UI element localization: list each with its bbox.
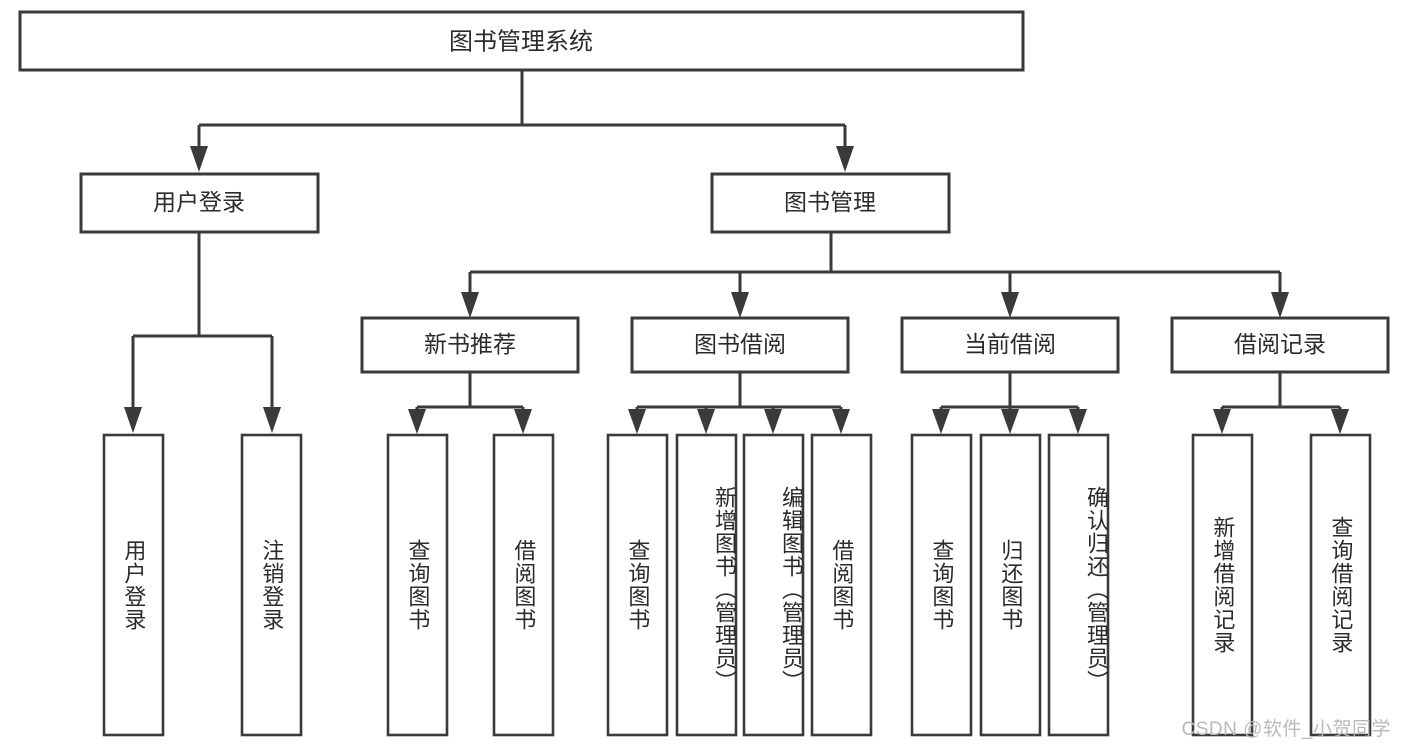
leaf-box bbox=[102, 433, 165, 737]
leaf-boxes-book-borrow bbox=[606, 433, 873, 737]
node-book-borrow[interactable]: 图书借阅 bbox=[630, 316, 850, 374]
arrow-head-icon bbox=[1001, 409, 1019, 434]
arrow-head-icon bbox=[1331, 409, 1349, 434]
leaf-box bbox=[675, 433, 738, 737]
arrow-head-icon bbox=[1001, 292, 1019, 318]
leaf-box bbox=[979, 433, 1042, 737]
leaf-boxes-current-borrow bbox=[910, 433, 1110, 737]
arrow-head-icon bbox=[697, 409, 715, 434]
arrow-head-icon bbox=[1213, 409, 1231, 434]
arrow-head-icon bbox=[190, 146, 208, 172]
node-root[interactable]: 图书管理系统 bbox=[18, 10, 1025, 72]
leaf-box bbox=[910, 433, 973, 737]
leaf-box bbox=[492, 433, 555, 737]
connectors-borrowrecord-to-leaves bbox=[1213, 372, 1349, 434]
node-book-borrow-label: 图书借阅 bbox=[694, 331, 786, 357]
arrow-head-icon bbox=[461, 292, 479, 318]
node-new-book-recommend[interactable]: 新书推荐 bbox=[360, 316, 580, 374]
node-book-management-label: 图书管理 bbox=[784, 189, 876, 215]
leaf-box bbox=[386, 433, 449, 737]
watermark-text: CSDN @软件_小贺同学 bbox=[1181, 719, 1391, 740]
arrow-head-icon bbox=[408, 409, 426, 434]
leaf-box bbox=[810, 433, 873, 737]
connectors-bookborrow-to-leaves bbox=[628, 372, 850, 434]
leaf-box bbox=[742, 433, 805, 737]
leaf-boxes-user-login bbox=[102, 433, 303, 737]
arrow-head-icon bbox=[1069, 409, 1087, 434]
arrow-head-icon bbox=[124, 407, 142, 433]
connectors-userlogin-to-leaves bbox=[124, 232, 281, 433]
arrow-head-icon bbox=[932, 409, 950, 434]
node-user-login[interactable]: 用户登录 bbox=[79, 172, 320, 234]
node-current-borrow[interactable]: 当前借阅 bbox=[900, 316, 1120, 374]
leaf-box bbox=[240, 433, 303, 737]
leaf-box bbox=[1191, 433, 1254, 737]
arrow-head-icon bbox=[731, 292, 749, 318]
leaf-boxes-borrow-record bbox=[1191, 433, 1372, 737]
leaf-box bbox=[606, 433, 669, 737]
node-root-label: 图书管理系统 bbox=[449, 28, 593, 55]
arrow-head-icon bbox=[764, 409, 782, 434]
connectors-currentborrow-to-leaves bbox=[932, 372, 1087, 434]
leaf-box bbox=[1047, 433, 1110, 737]
leaf-boxes-new-book-recommend bbox=[386, 433, 555, 737]
node-new-book-recommend-label: 新书推荐 bbox=[424, 331, 516, 357]
node-book-management[interactable]: 图书管理 bbox=[710, 172, 951, 234]
arrow-head-icon bbox=[514, 409, 532, 434]
node-user-login-label: 用户登录 bbox=[153, 189, 245, 215]
arrow-head-icon bbox=[832, 409, 850, 434]
arrow-head-icon bbox=[628, 409, 646, 434]
node-borrow-record-label: 借阅记录 bbox=[1234, 331, 1326, 357]
connectors-root-to-level2 bbox=[190, 70, 854, 172]
node-current-borrow-label: 当前借阅 bbox=[964, 331, 1056, 357]
arrow-head-icon bbox=[1271, 292, 1289, 318]
arrow-head-icon bbox=[836, 146, 854, 172]
connectors-newbook-to-leaves bbox=[408, 372, 532, 434]
node-borrow-record[interactable]: 借阅记录 bbox=[1170, 316, 1390, 374]
arrow-head-icon bbox=[263, 407, 281, 433]
leaf-box bbox=[1309, 433, 1372, 737]
connectors-bookmgmt-to-level3 bbox=[461, 232, 1289, 318]
